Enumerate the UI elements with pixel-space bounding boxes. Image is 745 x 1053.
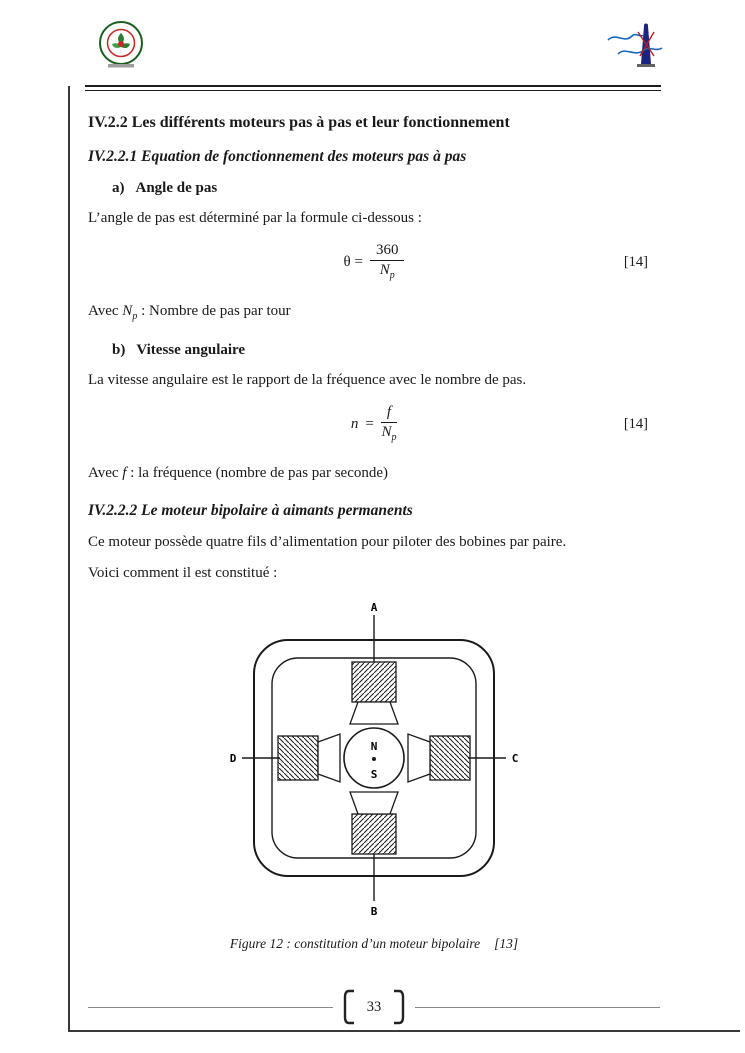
page-number-bracket-right [394,989,405,1025]
definition-np: Avec Np : Nombre de pas par tour [88,303,291,323]
equation-lhs: θ = [343,253,363,270]
figure-caption: Figure 12 : constitution d’un moteur bip… [88,935,660,954]
page-border-bottom [68,1030,740,1032]
paragraph-angle-intro: L’angle de pas est déterminé par la form… [88,210,422,227]
terminal-b-label: B [371,905,378,918]
bipolar-motor-diagram: N S A B C D [230,601,519,918]
fraction-denominator: Np [381,424,397,444]
coil-top [349,661,399,725]
university-emblem-icon [96,20,146,75]
figure-bipolar-motor: N S A B C D [88,598,660,927]
fraction-denominator: Np [379,262,395,282]
fraction: 360 Np [369,242,405,282]
stator-outer-frame [253,638,495,877]
list-item-b: b) Vitesse angulaire [112,340,660,361]
page-number-bracket-left [343,989,354,1025]
equation-step-angle-body: θ = 360 Np [344,242,405,282]
electrical-engineering-emblem-icon [604,22,666,79]
subsection-heading-equations: IV.2.2.1 Equation de fonctionnement des … [88,148,467,166]
stator-inner-frame [271,657,477,859]
equation-reference: [14] [623,415,648,432]
list-item-b-text: Vitesse angulaire [136,342,246,359]
fraction-numerator: 360 [369,242,405,262]
paragraph-speed-intro: La vitesse angulaire est le rapport de l… [88,372,527,389]
page-footer: 33 [88,988,660,1026]
rotor-axis-dot [372,756,376,761]
list-item-a-label: a) [112,180,125,197]
header-divider [85,85,661,91]
page-number: 33 [366,998,382,1015]
equation-angular-speed-body: n = f Np [350,404,398,444]
coil-bottom [349,791,399,855]
footer-rule-left [88,1006,333,1008]
fraction: f Np [380,404,398,444]
figure-caption-reference: [13] [494,935,519,951]
equals-sign: = [365,415,374,432]
paragraph-bipolar-wires: Ce moteur possède quatre fils d’alimenta… [88,533,567,550]
definition-frequency: Avec f : la fréquence (nombre de pas par… [88,465,389,482]
rotor-north-label: N [371,740,378,753]
terminal-a-label: A [371,601,378,614]
paragraph-constitution-intro: Voici comment il est constitué : [88,564,278,581]
rotor-south-label: S [371,768,378,781]
equation-angular-speed: n = f Np [14] [88,401,660,447]
coil-right [407,733,471,783]
coil-left [277,733,341,783]
list-item-a: a) Angle de pas [112,178,660,199]
terminal-c-label: C [512,752,519,765]
list-item-a-text: Angle de pas [135,180,218,197]
equation-step-angle: θ = 360 Np [14] [88,239,660,285]
page-border-left [68,86,70,1032]
subsection-heading-bipolar-motor: IV.2.2.2 Le moteur bipolaire à aimants p… [88,502,413,520]
terminal-d-label: D [230,752,237,765]
section-heading: IV.2.2 Les différents moteurs pas à pas … [88,114,510,131]
list-item-b-label: b) [112,342,126,359]
page-content: IV.2.2 Les différents moteurs pas à pas … [88,112,660,954]
figure-caption-text: Figure 12 : constitution d’un moteur bip… [229,935,481,951]
equation-lhs-var: n [350,415,359,432]
fraction-numerator: f [380,404,398,424]
equation-reference: [14] [623,253,648,270]
footer-rule-right [415,1006,660,1008]
